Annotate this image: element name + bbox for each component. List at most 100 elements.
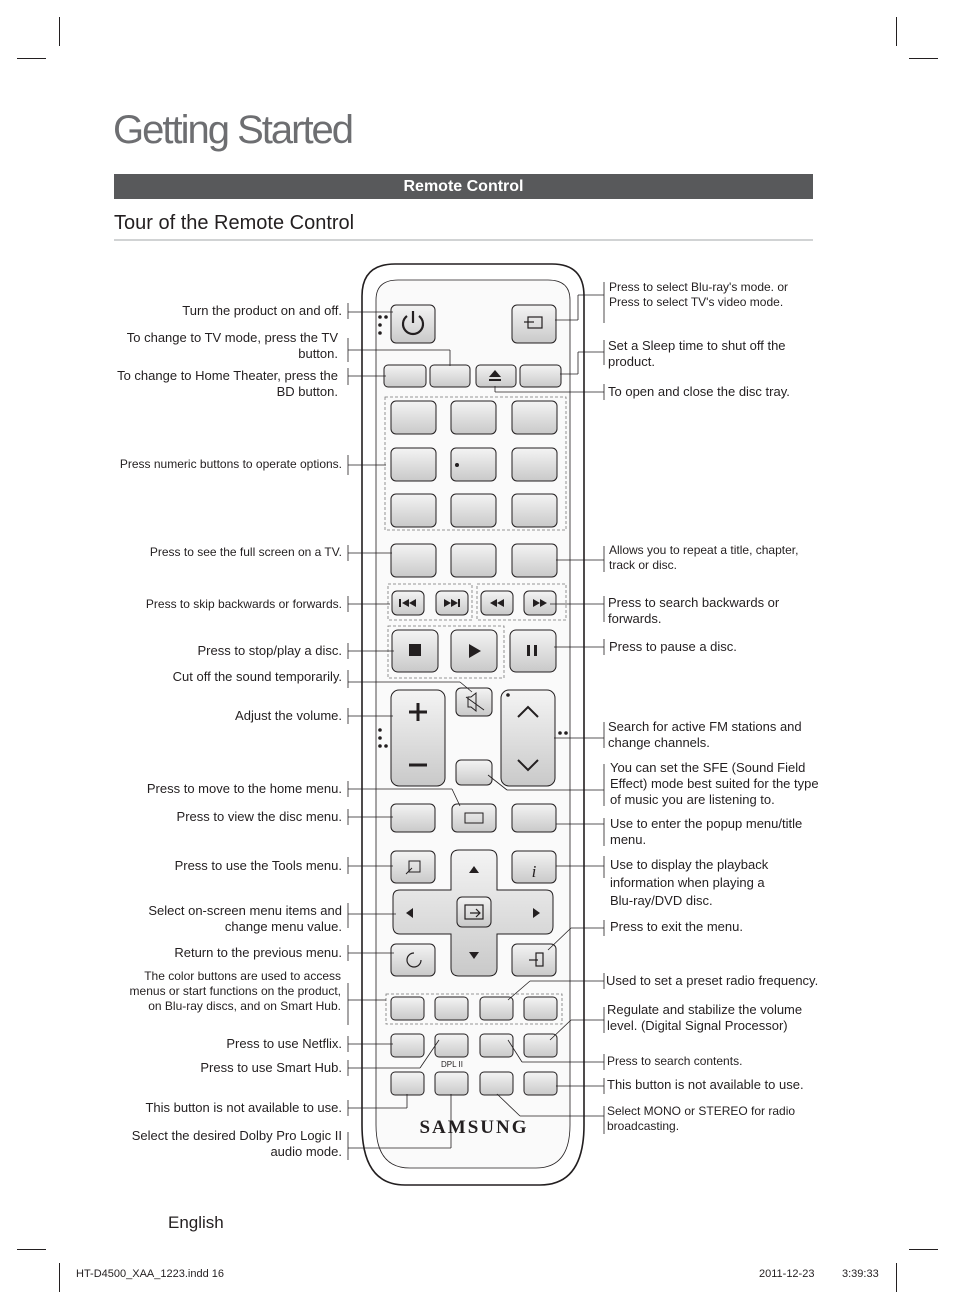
eject-icon [489, 370, 501, 377]
channel-up-icon [517, 705, 539, 718]
pl2-button [434, 1071, 469, 1096]
numeric-button-3 [511, 400, 558, 435]
unavailable-button-left [390, 1071, 425, 1096]
callout-pl2: Select the desired Dolby Pro Logic II au… [131, 1128, 342, 1159]
brand-logo: SAMSUNG [419, 1117, 528, 1138]
pause-icon [527, 645, 537, 656]
crop-mark [909, 1249, 938, 1250]
crop-mark [909, 58, 938, 59]
skip-forward-icon [444, 599, 460, 607]
full-screen-button [390, 543, 437, 578]
play-icon [469, 644, 481, 658]
callout-repeat: Allows you to repeat a title, chapter, t… [609, 543, 799, 572]
callout-tuning: Search for active FM stations and change… [608, 719, 802, 750]
arrow-up-icon [469, 866, 479, 873]
color-button-d [523, 996, 558, 1021]
enter-icon [464, 904, 484, 920]
callout-eject: To open and close the disc tray. [608, 384, 790, 399]
numeric-button-6 [511, 447, 558, 482]
home-button [451, 803, 497, 833]
numeric-button-7 [390, 493, 437, 528]
tools-icon [405, 860, 421, 875]
tools-button [390, 850, 436, 884]
callout-return: Return to the previous menu. [174, 945, 342, 960]
callout-numeric: Press numeric buttons to operate options… [119, 457, 342, 471]
footer-file-name: HT-D4500_XAA_1223.indd 16 [76, 1268, 224, 1280]
callout-preset: Used to set a preset radio frequency. [606, 973, 819, 988]
leader-lines [347, 282, 605, 1160]
callout-sleep: Set a Sleep time to shut off the product… [608, 338, 786, 369]
callout-tools: Press to use the Tools menu. [174, 858, 342, 873]
callout-smart-hub: Press to use Smart Hub. [200, 1060, 342, 1075]
callout-home: Press to move to the home menu. [146, 781, 342, 796]
callout-info: Use to display the playback information … [610, 857, 769, 908]
numeric-button-2 [450, 400, 497, 435]
crop-mark [17, 1249, 46, 1250]
callout-dsp: Regulate and stabilize the volume level.… [607, 1002, 803, 1033]
numeric-button-9 [511, 493, 558, 528]
footer-language: English [168, 1213, 224, 1232]
skip-group-outline [387, 583, 473, 621]
info-button [511, 850, 557, 884]
callout-search: Press to search backwards or forwards. [608, 595, 780, 626]
return-button [390, 943, 436, 977]
callout-mute: Cut off the sound temporarily. [172, 669, 342, 684]
bd-button [383, 364, 427, 388]
fast-forward-icon [533, 599, 547, 607]
stop-icon [409, 644, 421, 656]
callout-volume: Adjust the volume. [235, 708, 342, 723]
numeric-button-0 [450, 543, 497, 578]
crop-mark [896, 17, 897, 46]
disc-menu-button [390, 803, 436, 833]
callout-unavailable-left: This button is not available to use. [145, 1100, 342, 1115]
tv-button [429, 364, 471, 388]
search-group-outline [476, 583, 567, 621]
section-heading-bar: Remote Control [114, 174, 813, 199]
footer-date: 2011-12-23 [759, 1268, 815, 1280]
exit-icon [529, 952, 544, 967]
volume-rocker [390, 689, 446, 787]
netflix-button [390, 1033, 425, 1058]
callout-netflix: Press to use Netflix. [226, 1036, 342, 1051]
enter-button [456, 896, 492, 928]
power-button [390, 304, 436, 344]
input-button [511, 304, 557, 344]
pause-button [509, 629, 557, 673]
color-button-a [390, 996, 425, 1021]
crop-mark [896, 1263, 897, 1292]
volume-up-icon [409, 703, 427, 721]
subsection-title: Tour of the Remote Control [114, 212, 355, 234]
numeric-group-outline [384, 396, 567, 531]
crop-mark [59, 17, 60, 46]
info-icon: i [532, 862, 537, 881]
home-icon [464, 812, 484, 824]
mono-stereo-button [479, 1071, 514, 1096]
callout-navigation: Select on-screen menu items and change m… [148, 903, 342, 934]
callout-tv: To change to TV mode, press the TV butto… [126, 330, 338, 361]
callout-bd: To change to Home Theater, press the BD … [117, 368, 338, 399]
skip-back-icon [399, 599, 416, 607]
callout-popup-menu: Use to enter the popup menu/title menu. [610, 816, 803, 847]
callout-power: Turn the product on and off. [182, 303, 342, 318]
callout-pause: Press to pause a disc. [609, 639, 737, 654]
arrow-left-icon [406, 908, 413, 918]
title-menu-button [511, 803, 557, 833]
repeat-button [511, 543, 558, 578]
numeric-button-1 [390, 400, 437, 435]
crop-mark [17, 58, 46, 59]
pl2-label: DPL II [441, 1060, 463, 1069]
callout-color-buttons: The color buttons are used to access men… [129, 969, 341, 1013]
search-button [479, 1033, 514, 1058]
callout-disc-menu: Press to view the disc menu. [176, 809, 342, 824]
mute-icon [465, 691, 485, 713]
numeric-button-5 [450, 447, 497, 482]
subsection-rule [114, 239, 813, 241]
input-source-icon [524, 316, 543, 329]
callout-skip: Press to skip backwards or forwards. [145, 597, 342, 611]
indicator-dots [378, 315, 568, 748]
tuning-rocker [500, 689, 556, 787]
return-icon [406, 952, 422, 968]
color-button-b [434, 996, 469, 1021]
unavailable-button-right [523, 1071, 558, 1096]
